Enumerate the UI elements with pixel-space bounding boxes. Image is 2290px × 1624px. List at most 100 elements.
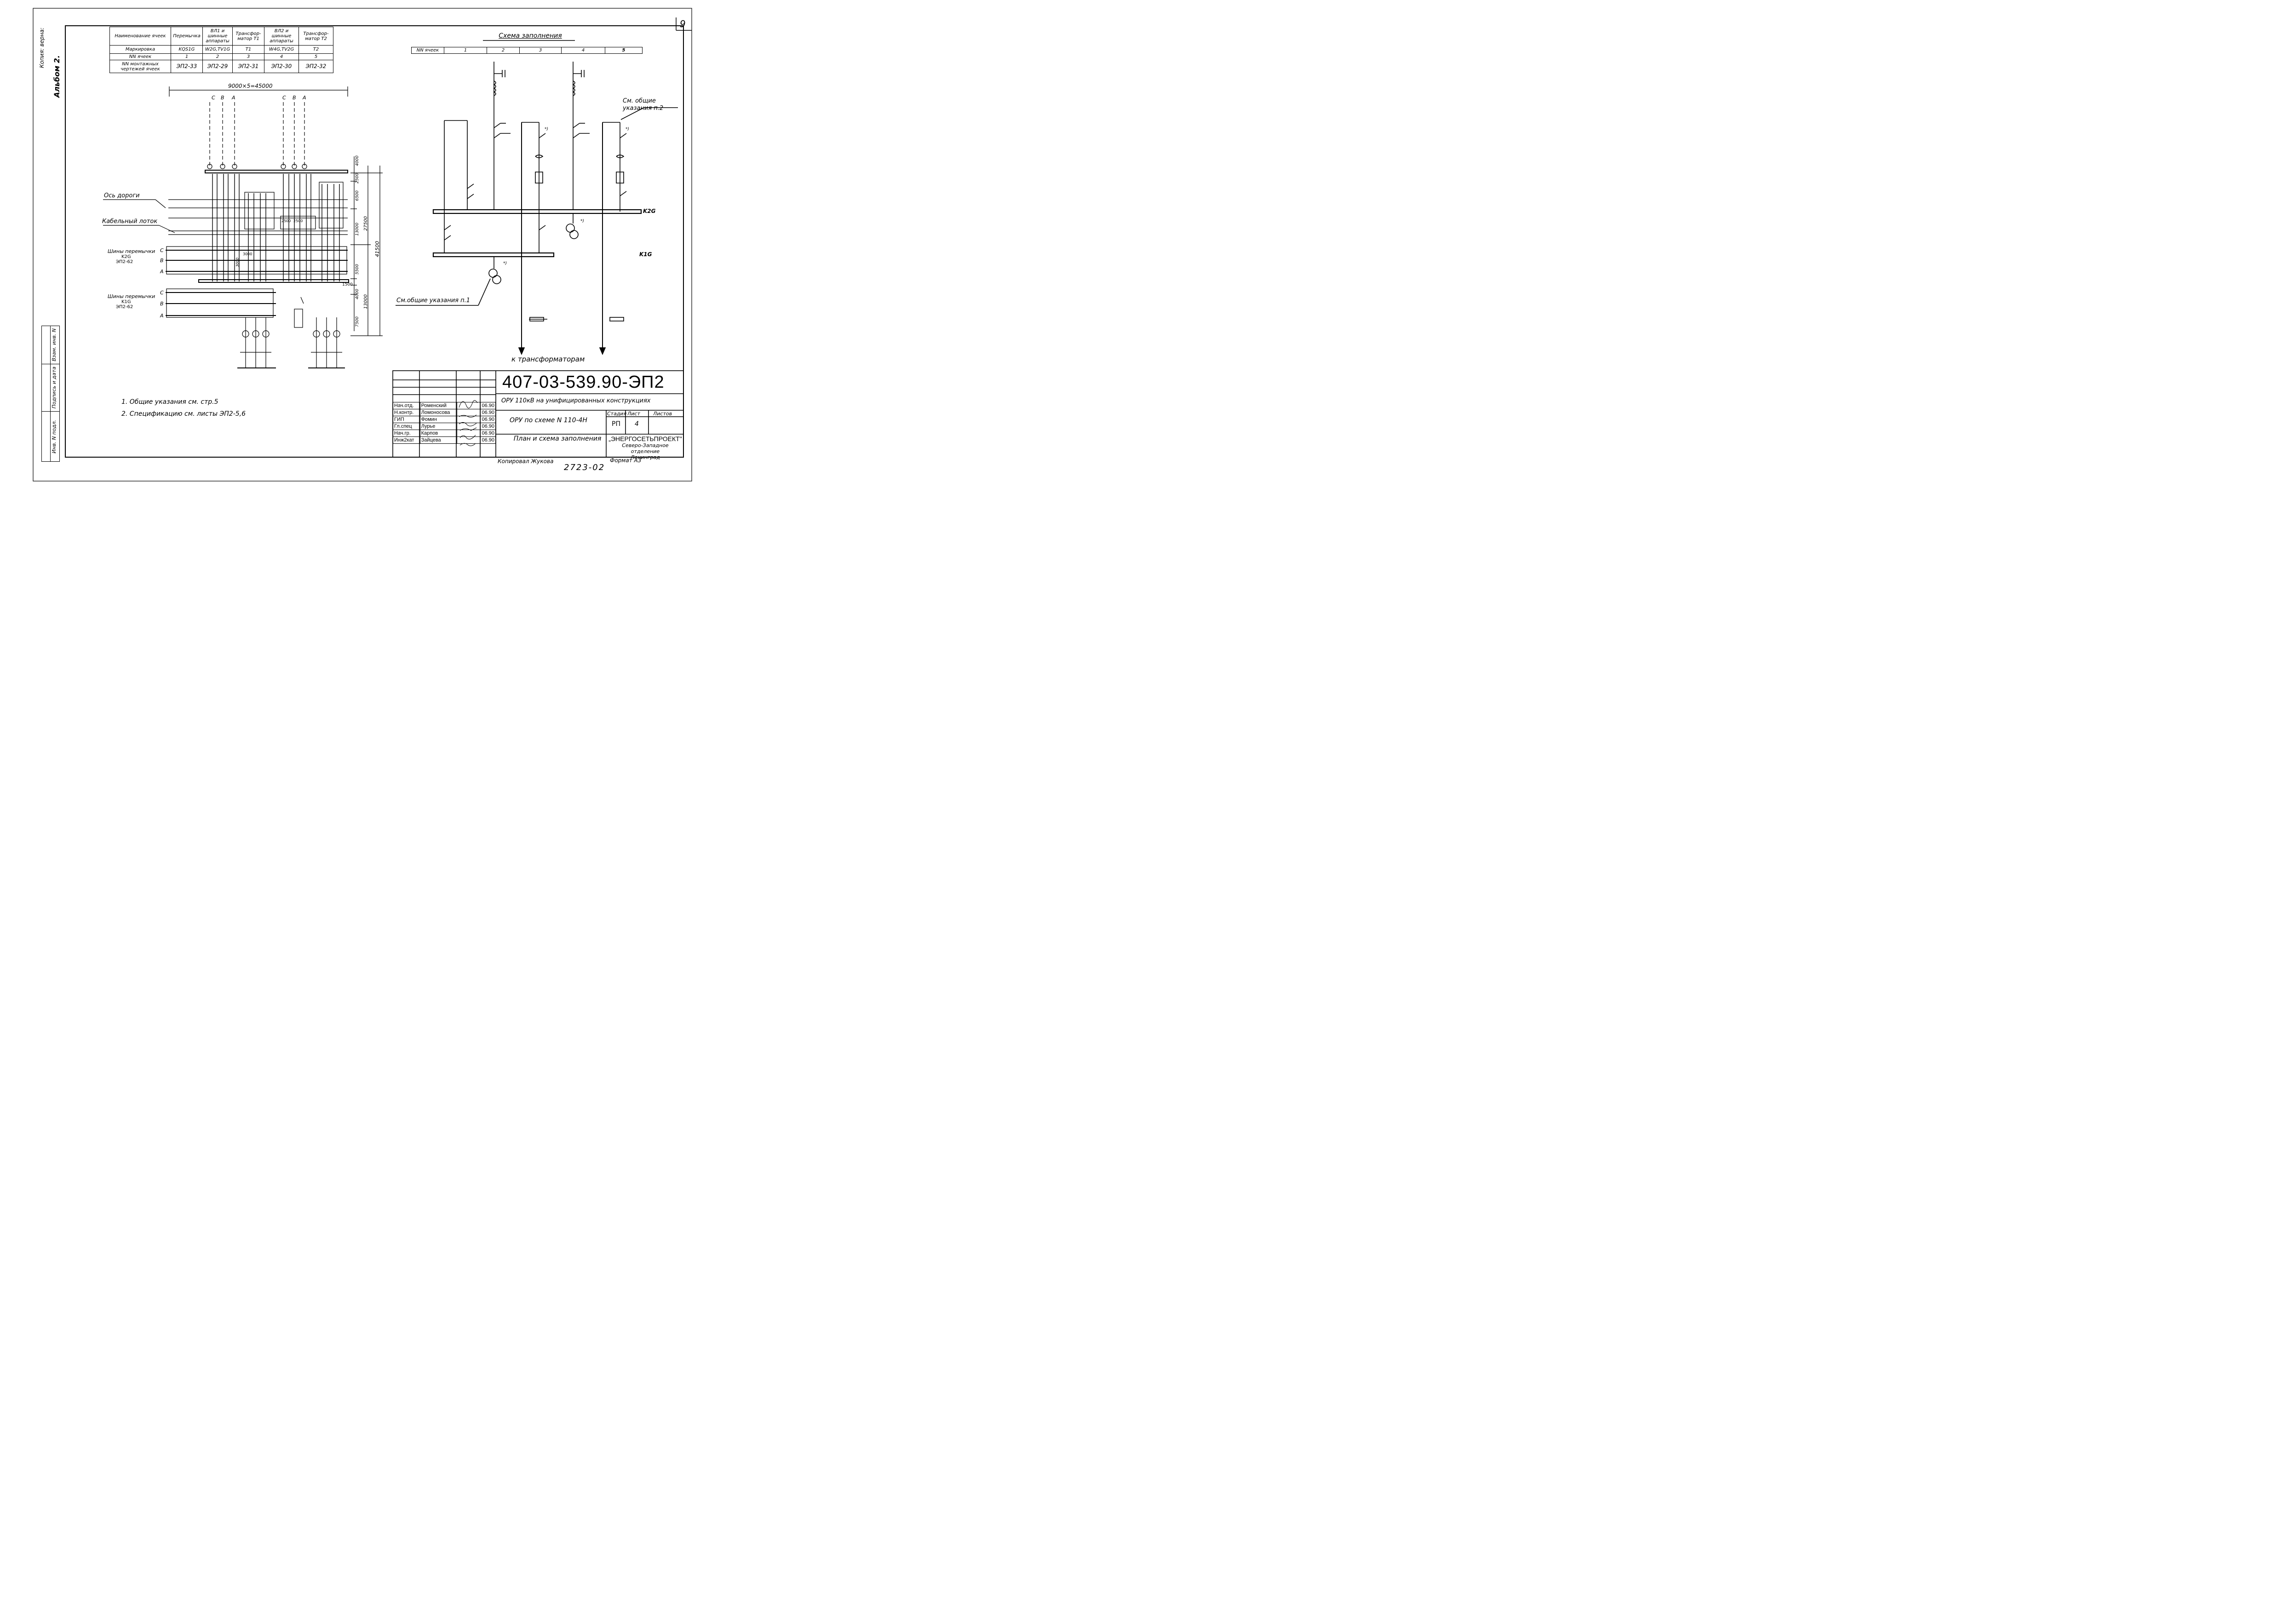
- signature-name: Роменский: [419, 402, 458, 409]
- phase-a-left: A: [232, 95, 235, 101]
- star-note-4: *): [503, 261, 507, 266]
- bus-k1g-phase-b: B: [160, 301, 164, 307]
- scheme-cell-5: 5: [605, 47, 643, 54]
- sheet-header: Лист: [627, 411, 640, 417]
- drawing-1: ЭП2-33: [171, 60, 203, 73]
- note-general-1: См.общие указания п.1: [396, 297, 471, 304]
- header-cell-1: Перемычка: [171, 27, 203, 46]
- signature-role: Нач.гр.: [393, 430, 420, 437]
- organization: „ЭНЕРГОСЕТЬПРОЕКТ" Северо-Западное отдел…: [607, 435, 683, 460]
- to-transformers-label: к трансформаторам: [511, 355, 585, 363]
- org-branch: Северо-Западное отделение: [622, 442, 669, 454]
- bus-k2g-mark: K2G: [121, 254, 131, 259]
- title-block-frame: [392, 370, 684, 458]
- scheme-cells-label: NN ячеек: [411, 47, 444, 54]
- signature-name: Зайцева: [419, 436, 458, 444]
- signatures-table: Нач.отд.Роменский 06.90 Н.контр.Ломоносов…: [393, 402, 496, 444]
- signature-date: 06.90: [480, 402, 496, 409]
- phase-b-left: B: [221, 95, 224, 101]
- bus-k2g-phase-c: C: [160, 247, 164, 253]
- signature-role: Инж2кат: [393, 436, 420, 444]
- drawing-5: ЭП2-32: [298, 60, 333, 73]
- drawing-2: ЭП2-29: [202, 60, 233, 73]
- inventory-number: 2723-02: [564, 463, 605, 472]
- phase-c-left: C: [212, 95, 215, 101]
- header-cell-3: Трансфор-матор Т1: [232, 27, 264, 46]
- drawing-4: ЭП2-30: [264, 60, 299, 73]
- phase-a-right: A: [303, 95, 306, 101]
- bus-k2g-phase-b: B: [160, 258, 164, 264]
- note-1: 1. Общие указания см. стр.5: [121, 398, 218, 406]
- note-2: 2. Спецификацию см. листы ЭП2-5,6: [121, 410, 246, 418]
- signature-role: ГИП: [393, 416, 420, 423]
- signature-date: 06.90: [480, 409, 496, 416]
- signature-date: 06.90: [480, 430, 496, 437]
- doc-code: 407-03-539.90-ЭП2: [502, 373, 665, 392]
- scheme-cells-row: NN ячеек 1 2 3 4 5: [411, 47, 643, 54]
- project-title: ОРУ 110кВ на унифицированных конструкция…: [501, 397, 651, 404]
- note-general-2: См. общие указания п.2: [623, 98, 664, 112]
- star-note-2: *): [626, 127, 630, 132]
- scheme-k1g: K1G: [639, 251, 652, 258]
- signature-row: Нач.гр.Карпов 06.90: [393, 430, 496, 437]
- overall-dimension: 9000×5=45000: [228, 83, 273, 89]
- sheet-value: 4: [635, 420, 639, 428]
- cable-tray-label: Кабельный лоток: [102, 218, 158, 225]
- handwritten-signatures: [459, 400, 478, 446]
- signature-date: 06.90: [480, 416, 496, 423]
- drawing-3: ЭП2-31: [232, 60, 264, 73]
- copied-by: Копировал Жукова: [498, 458, 554, 465]
- signature-date: 06.90: [480, 436, 496, 444]
- side-stamp: Взам. инв. N Подпись и дата Инв. N подл.: [41, 326, 60, 462]
- signature-role: Нач.отд.: [393, 402, 420, 409]
- stage-header: Стадия: [607, 411, 627, 417]
- bus-k1g-phase-c: C: [160, 290, 164, 296]
- header-cell-5: Трансфор-матор Т2: [298, 27, 333, 46]
- bus-k2g-title: Шины перемычки: [108, 248, 155, 254]
- signature-row: Н.контр.Ломоносова 06.90: [393, 409, 496, 416]
- bus-k2g-phase-a: A: [160, 269, 164, 275]
- single-line-scheme: [396, 40, 678, 356]
- signature-name: Фомин: [419, 416, 458, 423]
- signature-name: Лурье: [419, 423, 458, 430]
- phase-c-right: C: [282, 95, 286, 101]
- bus-k1g-title: Шины перемычки: [108, 293, 155, 299]
- bus-k1g-label: Шины перемычки K1G ЭП2-62: [108, 293, 162, 310]
- sheets-header: Листов: [653, 411, 672, 417]
- org-name: „ЭНЕРГОСЕТЬПРОЕКТ": [608, 435, 682, 442]
- signature-role: Н.контр.: [393, 409, 420, 416]
- cells-table: Наименование ячеек Перемычка ВЛ1 и шинны…: [109, 27, 333, 73]
- dim-inner-2500-a: 2500: [281, 219, 291, 223]
- bus-k1g-phase-a: A: [160, 313, 164, 319]
- format-label: Формат А3: [610, 457, 642, 464]
- scheme-cell-4: 4: [561, 47, 605, 54]
- header-cell-2: ВЛ1 и шинные аппараты: [202, 27, 233, 46]
- scheme-cell-3: 3: [519, 47, 562, 54]
- scheme-cell-1: 1: [444, 47, 487, 54]
- bus-k1g-mark: K1G: [121, 299, 131, 304]
- star-note-1: *): [545, 127, 549, 132]
- signature-date: 06.90: [480, 423, 496, 430]
- signature-role: Гл.спец: [393, 423, 420, 430]
- drawing-frame: [33, 8, 692, 482]
- dim-1500: 1500: [342, 282, 353, 287]
- signature-name: Ломоносова: [419, 409, 458, 416]
- sheet-title: План и схема заполнения: [513, 435, 602, 442]
- sheet-number: 9: [680, 18, 686, 29]
- scheme-title: Схема заполнения: [499, 32, 562, 40]
- signature-name: Карпов: [419, 430, 458, 437]
- stage-value: РП: [612, 420, 620, 428]
- header-cell-name: Наименование ячеек: [109, 27, 171, 46]
- signature-row: Нач.отд.Роменский 06.90: [393, 402, 496, 409]
- bus-k1g-doc: ЭП2-62: [116, 304, 133, 310]
- scheme-k2g: K2G: [643, 208, 656, 214]
- org-city: Ленинград: [631, 454, 660, 460]
- plan-drawing: [103, 86, 383, 368]
- dim-inner-2500-b: 2500: [293, 219, 303, 223]
- bus-k2g-doc: ЭП2-62: [116, 259, 133, 264]
- dim-inner-3000-b: 3000: [243, 252, 253, 256]
- subject-title: ОРУ по схеме N 110-4Н: [510, 417, 587, 424]
